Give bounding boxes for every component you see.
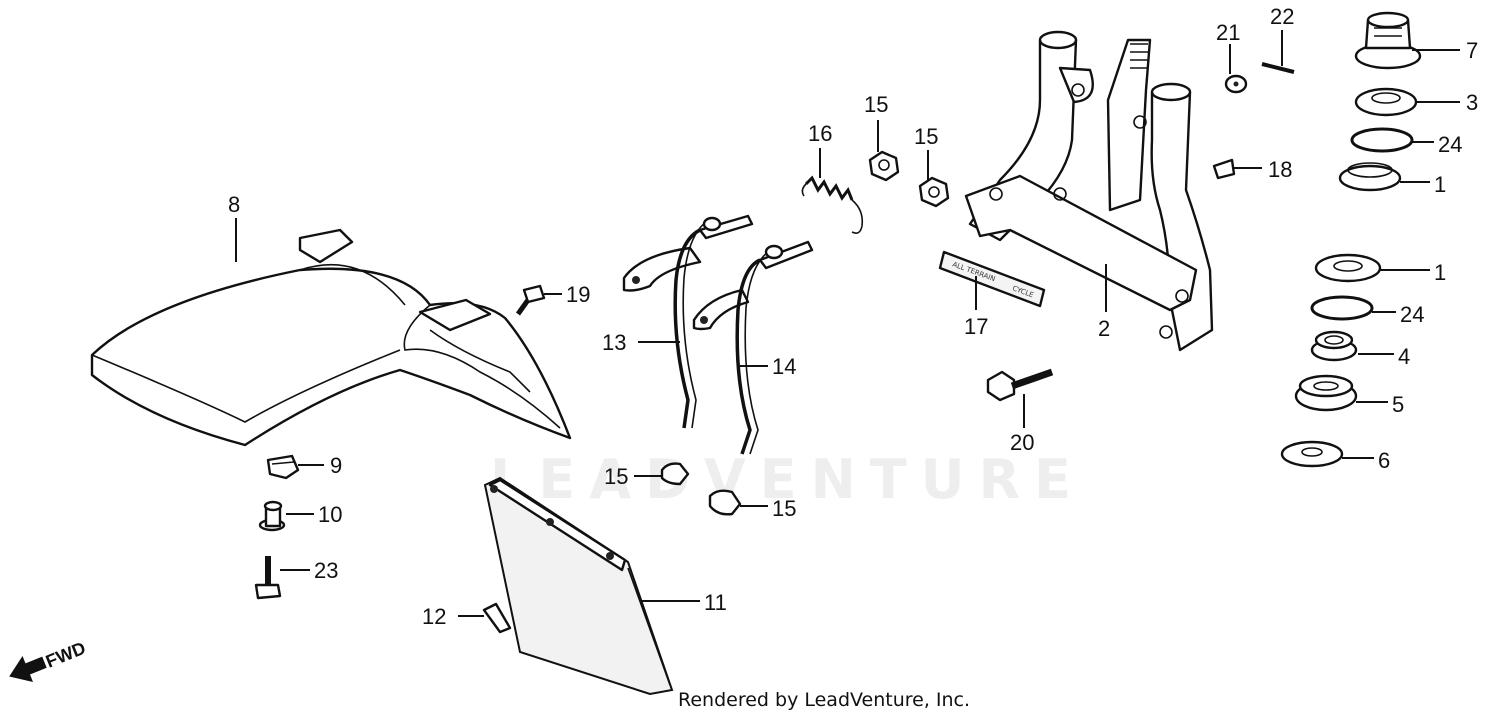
nut-9 xyxy=(266,454,300,480)
callout-2: 2 xyxy=(1098,316,1110,341)
number-plate-stay-13 xyxy=(622,214,754,429)
ball-retainer-24-b xyxy=(1310,295,1374,321)
spring-16 xyxy=(801,175,864,234)
number-plate xyxy=(483,476,674,696)
callout-13: 13 xyxy=(602,330,626,355)
callout-3: 3 xyxy=(1466,90,1478,115)
number-plate-stay-14 xyxy=(692,240,814,455)
callout-24-a: 24 xyxy=(1438,132,1462,157)
steering-stem-2 xyxy=(964,30,1214,352)
callout-19: 19 xyxy=(566,282,590,307)
callout-20: 20 xyxy=(1010,430,1034,455)
bolt-19 xyxy=(515,284,546,316)
pin-22 xyxy=(1261,62,1295,74)
grommet-15-b xyxy=(708,489,742,516)
callout-14: 14 xyxy=(772,354,796,379)
callout-5: 5 xyxy=(1392,392,1404,417)
callout-16: 16 xyxy=(808,121,832,146)
callout-15-b: 15 xyxy=(772,496,796,521)
plate-18 xyxy=(1212,158,1236,180)
callout-1-a: 1 xyxy=(1434,172,1446,197)
callout-6: 6 xyxy=(1378,448,1390,473)
washer-6 xyxy=(1280,440,1344,468)
race-3 xyxy=(1354,87,1418,117)
callout-23: 23 xyxy=(314,558,338,583)
grommet-15-a xyxy=(660,462,690,486)
callout-24-b: 24 xyxy=(1400,302,1424,327)
callout-9: 9 xyxy=(330,453,342,478)
callout-18: 18 xyxy=(1268,157,1292,182)
callout-15-a: 15 xyxy=(604,464,628,489)
washer-21 xyxy=(1224,74,1248,94)
callout-22: 22 xyxy=(1270,4,1294,29)
ball-retainer-24-a xyxy=(1350,127,1414,153)
nut-15-d xyxy=(918,176,950,208)
callout-17: 17 xyxy=(964,314,988,339)
callout-12: 12 xyxy=(422,604,446,629)
collar-10 xyxy=(258,500,286,532)
race-1-a xyxy=(1338,162,1402,192)
callout-15-c: 15 xyxy=(864,92,888,117)
callout-10: 10 xyxy=(318,502,342,527)
callout-11: 11 xyxy=(704,590,727,615)
bolt-20 xyxy=(986,368,1054,402)
callout-4: 4 xyxy=(1398,344,1410,369)
cone-4 xyxy=(1310,330,1358,362)
watermark-text: LEADVENTURE xyxy=(490,448,1085,511)
callout-7: 7 xyxy=(1466,38,1478,63)
stem-nut-7 xyxy=(1354,11,1422,70)
bolt-23 xyxy=(254,556,282,600)
fwd-label: FWD xyxy=(43,638,88,672)
dust-seal-5 xyxy=(1294,374,1358,412)
callout-1-b: 1 xyxy=(1434,260,1446,285)
front-fender xyxy=(90,228,572,447)
race-1-b xyxy=(1314,253,1382,283)
clip-12 xyxy=(482,602,512,634)
decal-17: ALL TERRAIN CYCLE xyxy=(938,250,1046,308)
nut-15-c xyxy=(868,150,900,182)
credit-text: Rendered by LeadVenture, Inc. xyxy=(678,689,970,711)
callout-8: 8 xyxy=(228,192,240,217)
fwd-arrow: FWD xyxy=(9,638,88,682)
callout-15-d: 15 xyxy=(914,124,938,149)
callout-21: 21 xyxy=(1216,20,1240,45)
